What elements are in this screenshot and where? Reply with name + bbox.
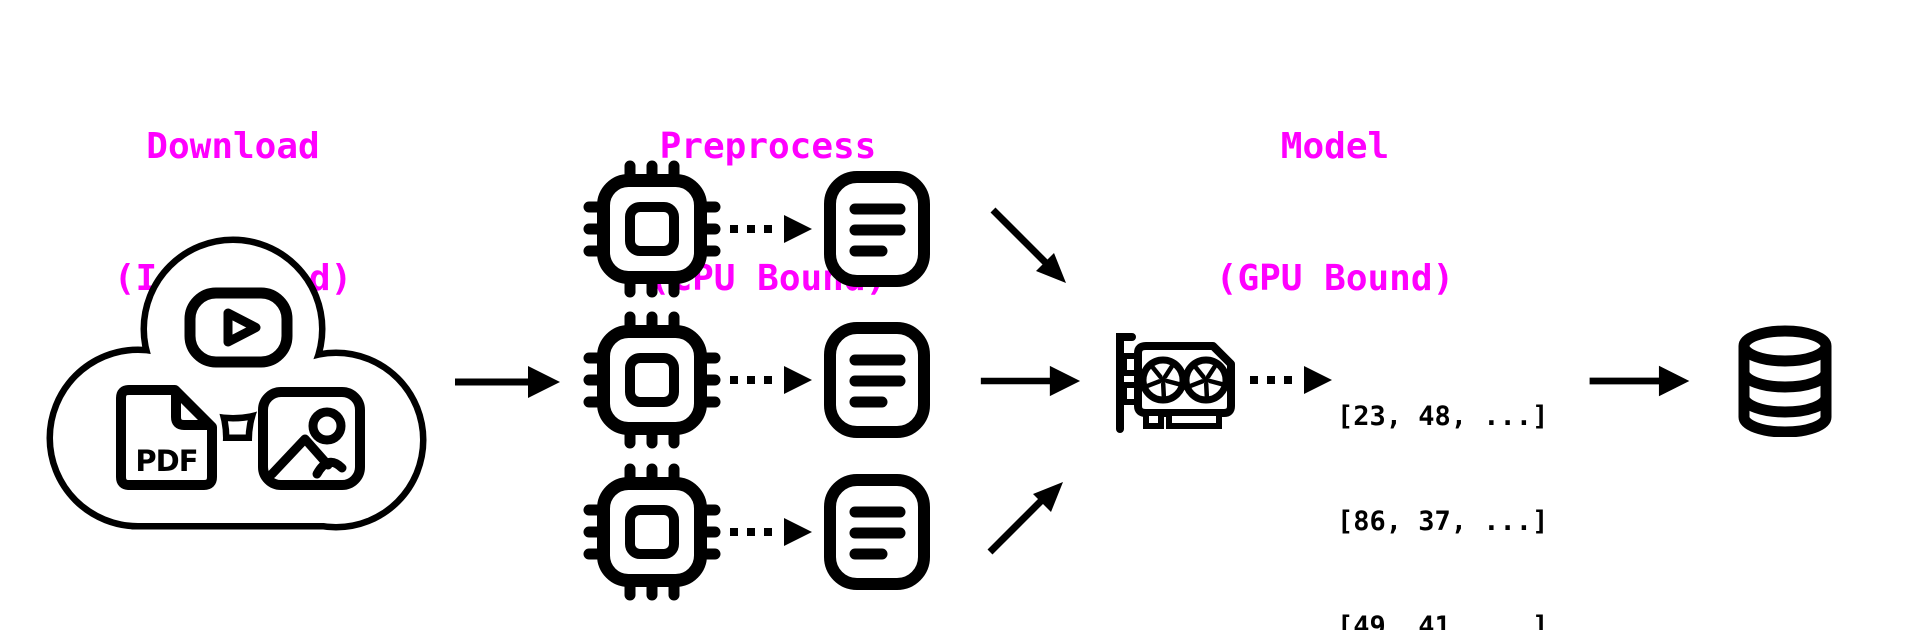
embeddings-output: [23, 48, ...] [86, 37, ...] [49, 41, ...…: [1337, 329, 1548, 630]
pdf-label: PDF: [135, 444, 197, 478]
arrow-icon-model-to-storage: [1586, 362, 1692, 400]
pdf-file-icon: PDF: [116, 385, 217, 490]
gpu-fan-icon: [1182, 356, 1230, 404]
arrow-icon-preprocess-to-model: [978, 362, 1082, 400]
dotted-arrow-icon: [1246, 360, 1334, 400]
database-icon: [1738, 325, 1832, 437]
arrow-icon-diagonal-down: [990, 207, 1066, 283]
dotted-arrow-icon: [726, 360, 814, 400]
arrow-icon-download-to-preprocess: [452, 362, 562, 402]
cpu-chip-icon: [582, 462, 722, 602]
stage-title: Preprocess: [659, 126, 877, 167]
document-icon: [824, 322, 930, 438]
document-icon: [824, 171, 930, 287]
stage-title-model: Model (GPU Bound): [1216, 37, 1454, 389]
gpu-card-icon: [1116, 333, 1235, 433]
arrow-icon-diagonal-up: [987, 482, 1063, 555]
embedding-row: [86, 37, ...]: [1337, 506, 1549, 537]
stage-title: Model: [1280, 126, 1390, 167]
embedding-row: [49, 41, ...]: [1337, 611, 1549, 630]
document-icon: [824, 474, 930, 590]
dotted-arrow-icon: [726, 209, 814, 249]
stage-title: Download: [146, 126, 320, 167]
video-file-icon: [184, 287, 293, 368]
gpu-fan-icon: [1139, 356, 1187, 404]
image-file-icon: [258, 387, 365, 490]
cpu-chip-icon: [582, 159, 722, 299]
embedding-row: [23, 48, ...]: [1337, 401, 1549, 432]
cloud-files-icon: PDF: [46, 236, 427, 531]
dotted-arrow-icon: [726, 512, 814, 552]
cpu-chip-icon: [582, 310, 722, 450]
stage-subtitle: (GPU Bound): [1215, 258, 1455, 299]
